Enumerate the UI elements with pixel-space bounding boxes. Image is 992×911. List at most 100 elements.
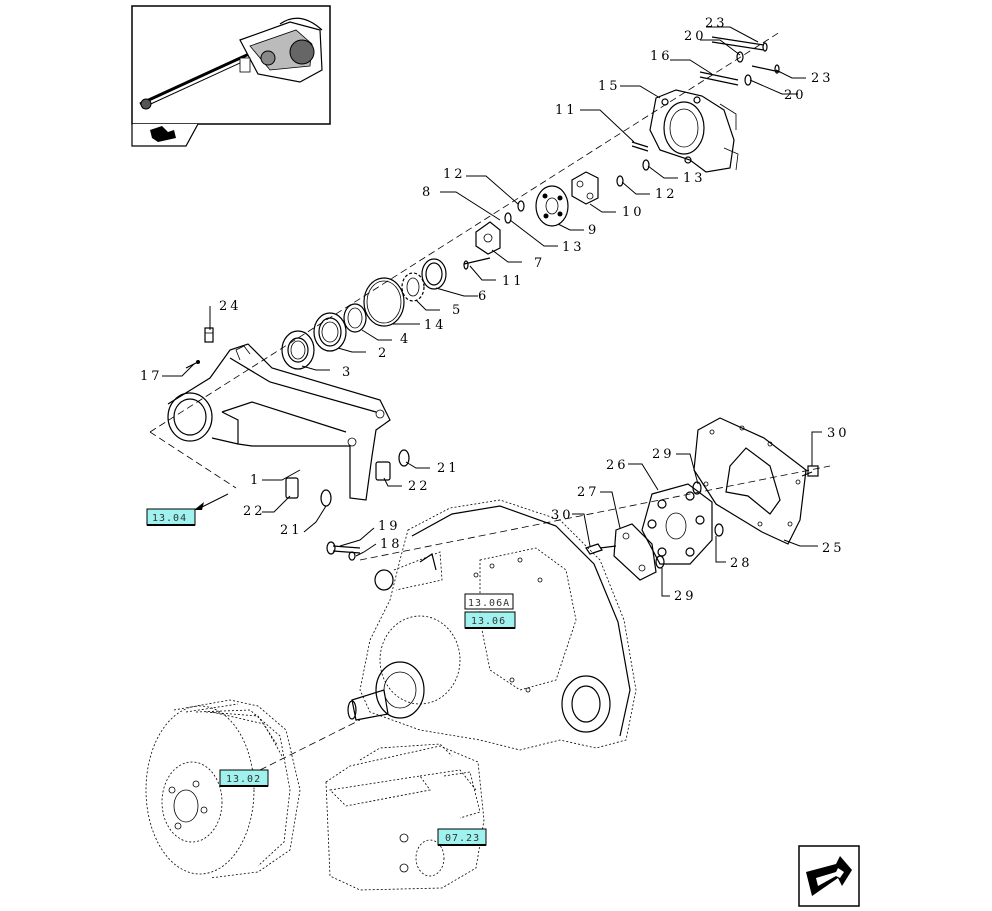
washer-12-left [517, 200, 525, 212]
callout-26: 26 [606, 458, 629, 473]
washer-21-right [398, 449, 410, 467]
assembly-thumbnail-icon [139, 17, 323, 110]
leader-lines [162, 26, 822, 597]
washer-13-upper [642, 159, 650, 171]
callout-24: 24 [219, 299, 242, 314]
axis-centerline-lower [149, 431, 237, 489]
callout-10: 10 [622, 205, 645, 220]
callout-22: 22 [408, 479, 431, 494]
reference-13-04[interactable]: 13.04 [146, 508, 196, 526]
screw-24 [204, 327, 214, 343]
bracket-10 [571, 171, 599, 205]
bolt-30-right [801, 465, 819, 477]
callout-18: 18 [380, 537, 403, 552]
reference-label: 07.23 [445, 833, 480, 844]
pulley-axis [259, 719, 361, 771]
screw-17 [185, 360, 200, 369]
axis-centerline [149, 31, 781, 433]
axis-centerline-lower-right [359, 465, 831, 561]
washer-20-top [736, 51, 744, 63]
callout-14: 14 [424, 318, 447, 333]
bolt-23-top [711, 36, 768, 52]
reference-label: 13.04 [152, 513, 187, 524]
callout-8: 8 [422, 185, 433, 200]
callout-13: 13 [562, 240, 585, 255]
screw-11-upper [631, 141, 649, 152]
previous-page-arrow-icon[interactable] [150, 126, 176, 142]
callout-20: 20 [784, 88, 807, 103]
ring-4 [343, 303, 367, 333]
callout-12: 12 [443, 167, 466, 182]
next-page-arrow-icon [806, 856, 852, 896]
callout-6: 6 [478, 289, 489, 304]
callout-30: 30 [551, 508, 574, 523]
callout-25: 25 [822, 541, 845, 556]
housing-15 [649, 89, 739, 173]
pump [325, 743, 485, 891]
callout-4: 4 [400, 332, 411, 347]
callout-5: 5 [452, 303, 463, 318]
washer-29-bottom [655, 555, 665, 569]
callout-28: 28 [730, 556, 753, 571]
callout-2: 2 [378, 346, 389, 361]
reference-13-02[interactable]: 13.02 [219, 769, 269, 787]
plate-7 [475, 221, 501, 255]
bolt-23-right [751, 64, 781, 74]
bearing-3 [281, 330, 315, 370]
callout-7: 7 [534, 256, 545, 271]
callout-21: 21 [280, 523, 303, 538]
callout-23: 23 [811, 71, 834, 86]
pin-22-right [375, 461, 391, 481]
callout-17: 17 [140, 369, 163, 384]
flange-26 [641, 483, 713, 565]
callout-3: 3 [342, 365, 353, 380]
screw-11-lower [463, 257, 491, 270]
callout-11: 11 [555, 103, 578, 118]
flange-9 [535, 185, 569, 227]
callout-22: 22 [243, 504, 266, 519]
bolt-18 [348, 551, 356, 561]
callout-23: 23 [705, 16, 728, 31]
callout-13: 13 [683, 171, 706, 186]
washer-21-left [320, 489, 332, 507]
next-page-button[interactable] [798, 845, 860, 907]
reference-13-06[interactable]: 13.06 [464, 611, 516, 629]
washer-12-right [616, 175, 624, 187]
callout-12: 12 [655, 187, 678, 202]
callout-21: 21 [437, 461, 460, 476]
reference-label: 13.06 [471, 616, 506, 627]
callout-1: 1 [250, 473, 261, 488]
callout-29: 29 [674, 589, 697, 604]
assembly-thumbnail[interactable] [131, 5, 331, 147]
reference-label: 13.06A [468, 598, 510, 609]
callout-15: 15 [598, 79, 621, 94]
callout-29: 29 [652, 447, 675, 462]
lockwasher-5 [401, 272, 425, 302]
gearbox-housing [347, 499, 637, 751]
reference-label: 13.02 [226, 774, 261, 785]
bolt-30-left [585, 543, 617, 555]
reference-arrow-head [194, 502, 204, 510]
callout-27: 27 [577, 485, 600, 500]
callout-numbers: 23 20 16 23 15 20 11 13 12 12 10 8 9 13 … [140, 16, 850, 604]
callout-9: 9 [588, 223, 599, 238]
seal-6 [421, 258, 447, 290]
callout-20: 20 [684, 29, 707, 44]
gasket-14 [363, 277, 405, 327]
pin-22-left [285, 477, 299, 499]
callout-16: 16 [650, 49, 673, 64]
callout-19: 19 [378, 519, 401, 534]
callout-30: 30 [827, 426, 850, 441]
stud-16 [699, 71, 739, 86]
reference-13-06a[interactable]: 13.06A [464, 593, 514, 610]
support-arm-1 [167, 343, 391, 501]
callout-11: 11 [502, 274, 525, 289]
pulley [145, 699, 301, 879]
bearing-2 [313, 312, 347, 352]
bracket-27 [613, 523, 657, 581]
reference-07-23[interactable]: 07.23 [437, 828, 487, 846]
plate-25 [693, 417, 807, 545]
washer-13-mid [504, 212, 512, 224]
washer-28 [714, 523, 724, 537]
